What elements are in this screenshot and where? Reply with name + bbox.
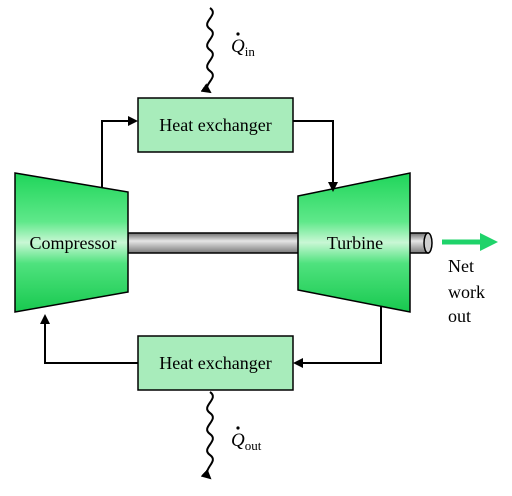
turbine [297, 172, 411, 313]
net-work-label-line-1: Net [448, 256, 474, 276]
q-in-dot [236, 32, 240, 36]
heat-exchanger-bottom [137, 335, 294, 391]
q-out-label: Qout [231, 426, 262, 453]
flow-compressor-to-heat-exchanger [101, 116, 138, 188]
heat-in-wavy-arrow [200, 7, 214, 94]
compressor-label: Compressor [30, 233, 117, 253]
flow-turbine-to-heat-exchanger [293, 306, 382, 368]
heat-exchanger-top-label: Heat exchanger [159, 115, 271, 135]
compressor [14, 172, 129, 313]
svg-text:Qout: Qout [231, 430, 262, 453]
flow-heat-exchanger-to-turbine [293, 120, 338, 192]
heat-exchanger-bottom-label: Heat exchanger [159, 353, 271, 373]
q-in-subscript: in [245, 44, 256, 59]
shaft-end [423, 232, 433, 254]
q-out-symbol: Q [231, 430, 245, 451]
q-in-label: Qin [231, 32, 255, 59]
net-work-label-line-2: work [448, 282, 485, 302]
turbine-label: Turbine [327, 233, 383, 253]
q-in-symbol: Q [231, 36, 245, 57]
heat-out-wavy-arrow [200, 391, 214, 480]
heat-exchanger-top [137, 97, 294, 153]
net-work-arrowhead [480, 233, 498, 251]
q-out-subscript: out [245, 438, 262, 453]
net-work-label-line-3: out [448, 306, 471, 326]
q-out-dot [236, 426, 240, 430]
flow-heat-exchanger-to-compressor [40, 314, 138, 364]
svg-text:Qin: Qin [231, 36, 255, 59]
